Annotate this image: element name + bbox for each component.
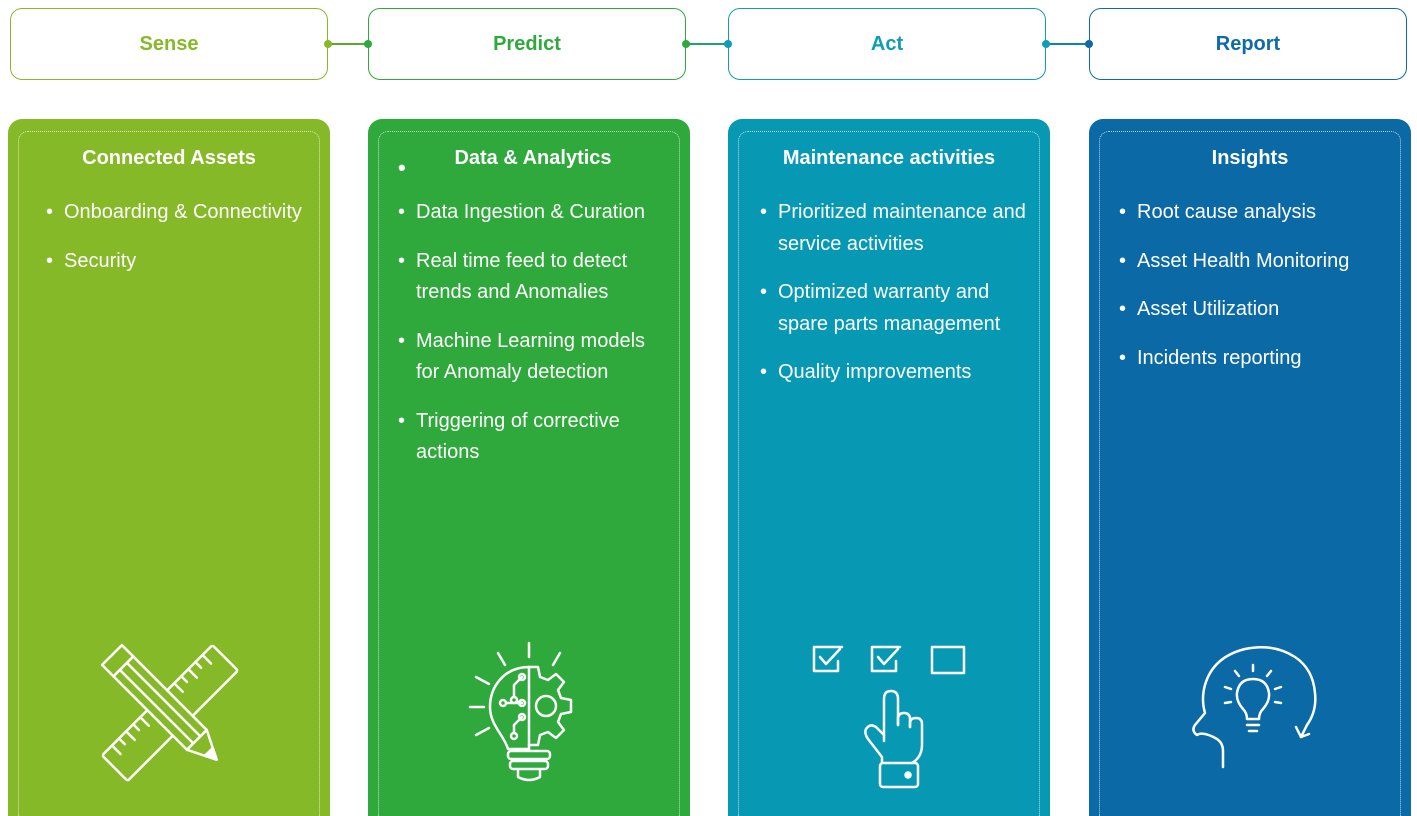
card-items: Root cause analysis Asset Health Monitor… <box>1119 197 1391 391</box>
connector-dot <box>364 40 372 48</box>
list-item: Asset Health Monitoring <box>1119 246 1391 278</box>
stage-report: Report <box>1089 8 1407 80</box>
card-title: Insights <box>1211 147 1289 169</box>
card-title: Maintenance activities <box>782 147 996 169</box>
list-item: Root cause analysis <box>1119 197 1391 229</box>
card-items: Data Ingestion & Curation Real time feed… <box>398 197 670 486</box>
card-title: • Data & Analytics <box>368 147 690 180</box>
list-item: Incidents reporting <box>1119 343 1391 375</box>
list-item: Triggering of corrective actions <box>398 406 670 469</box>
stage-label: Report <box>1215 32 1281 55</box>
stray-bullet: • <box>398 155 406 180</box>
connector-act-report <box>1042 40 1093 48</box>
card-connected-assets: Connected Assets Onboarding & Connectivi… <box>8 119 330 816</box>
list-item: Asset Utilization <box>1119 294 1391 326</box>
card-data-analytics: • Data & Analytics Data Ingestion & Cura… <box>368 119 690 816</box>
checklist-hand-icon <box>808 639 978 799</box>
stage-label: Sense <box>139 32 199 55</box>
list-item: Quality improvements <box>760 357 1030 389</box>
card-insights: Insights Root cause analysis Asset Healt… <box>1089 119 1411 816</box>
connector-sense-predict <box>324 40 372 48</box>
card-items: Prioritized maintenance and service acti… <box>760 197 1030 406</box>
list-item: Data Ingestion & Curation <box>398 197 670 229</box>
connector-dot <box>324 40 332 48</box>
card-title: Connected Assets <box>82 147 256 169</box>
card-border <box>738 131 1040 816</box>
connector-predict-act <box>682 40 732 48</box>
lightbulb-gear-icon <box>464 637 594 787</box>
head-lightbulb-icon <box>1183 639 1323 779</box>
list-item: Onboarding & Connectivity <box>46 197 310 229</box>
card-items: Onboarding & Connectivity Security <box>46 197 310 294</box>
list-item: Security <box>46 246 310 278</box>
list-item: Prioritized maintenance and service acti… <box>760 197 1030 260</box>
card-title-text: Data & Analytics <box>454 147 612 169</box>
connector-dot <box>682 40 690 48</box>
connector-dot <box>1085 40 1093 48</box>
card-border <box>18 131 320 816</box>
card-maintenance-activities: Maintenance activities Prioritized maint… <box>728 119 1050 816</box>
card-border <box>378 131 680 816</box>
list-item: Machine Learning models for Anomaly dete… <box>398 326 670 389</box>
list-item: Optimized warranty and spare parts manag… <box>760 277 1030 340</box>
card-border <box>1099 131 1401 816</box>
stage-label: Act <box>870 32 904 55</box>
pencil-ruler-icon <box>100 643 240 783</box>
stage-predict: Predict <box>368 8 686 80</box>
list-item: Real time feed to detect trends and Anom… <box>398 246 670 309</box>
connector-dot <box>724 40 732 48</box>
connector-dot <box>1042 40 1050 48</box>
stage-act: Act <box>728 8 1046 80</box>
stage-label: Predict <box>493 32 561 55</box>
stage-sense: Sense <box>10 8 328 80</box>
